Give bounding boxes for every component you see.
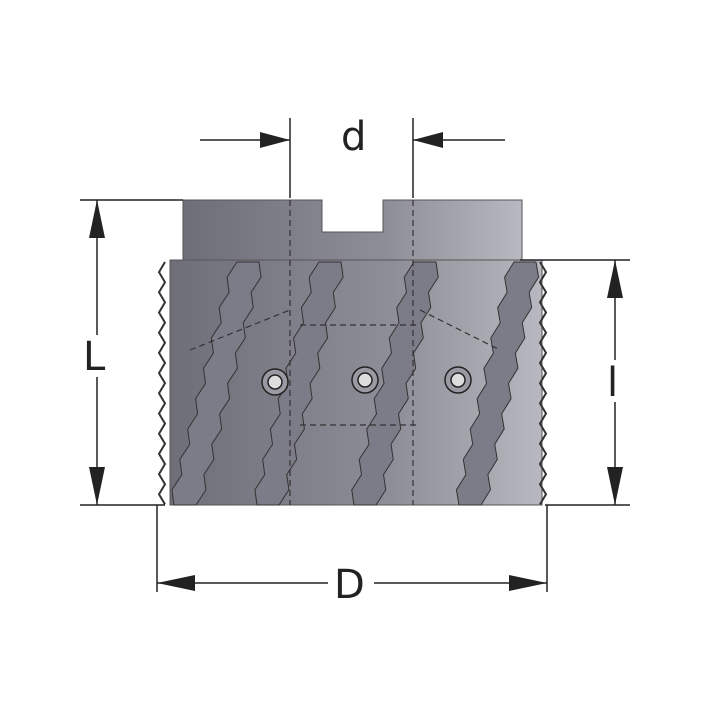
dimension-L: L <box>78 199 183 506</box>
label-d: d <box>341 114 366 160</box>
label-D: D <box>334 562 365 608</box>
insert-row <box>254 261 344 506</box>
label-L: L <box>83 334 106 380</box>
label-l: l <box>607 360 618 406</box>
dimension-l: l <box>520 259 630 506</box>
serrated-edge <box>538 261 548 505</box>
torx-screw-icon <box>267 374 283 390</box>
torx-screw-icon <box>357 372 373 388</box>
dimension-D: D <box>156 505 548 608</box>
helical-insert-rows <box>157 261 548 506</box>
insert-row <box>351 261 439 506</box>
torx-screw-icon <box>450 372 466 388</box>
insert-row <box>455 261 540 506</box>
cutter-shank <box>182 199 523 263</box>
serrated-edge <box>157 261 167 505</box>
dimension-d: d <box>200 114 505 198</box>
insert-row <box>171 261 262 506</box>
hidden-lines <box>189 200 501 505</box>
insert-screws <box>261 366 472 396</box>
